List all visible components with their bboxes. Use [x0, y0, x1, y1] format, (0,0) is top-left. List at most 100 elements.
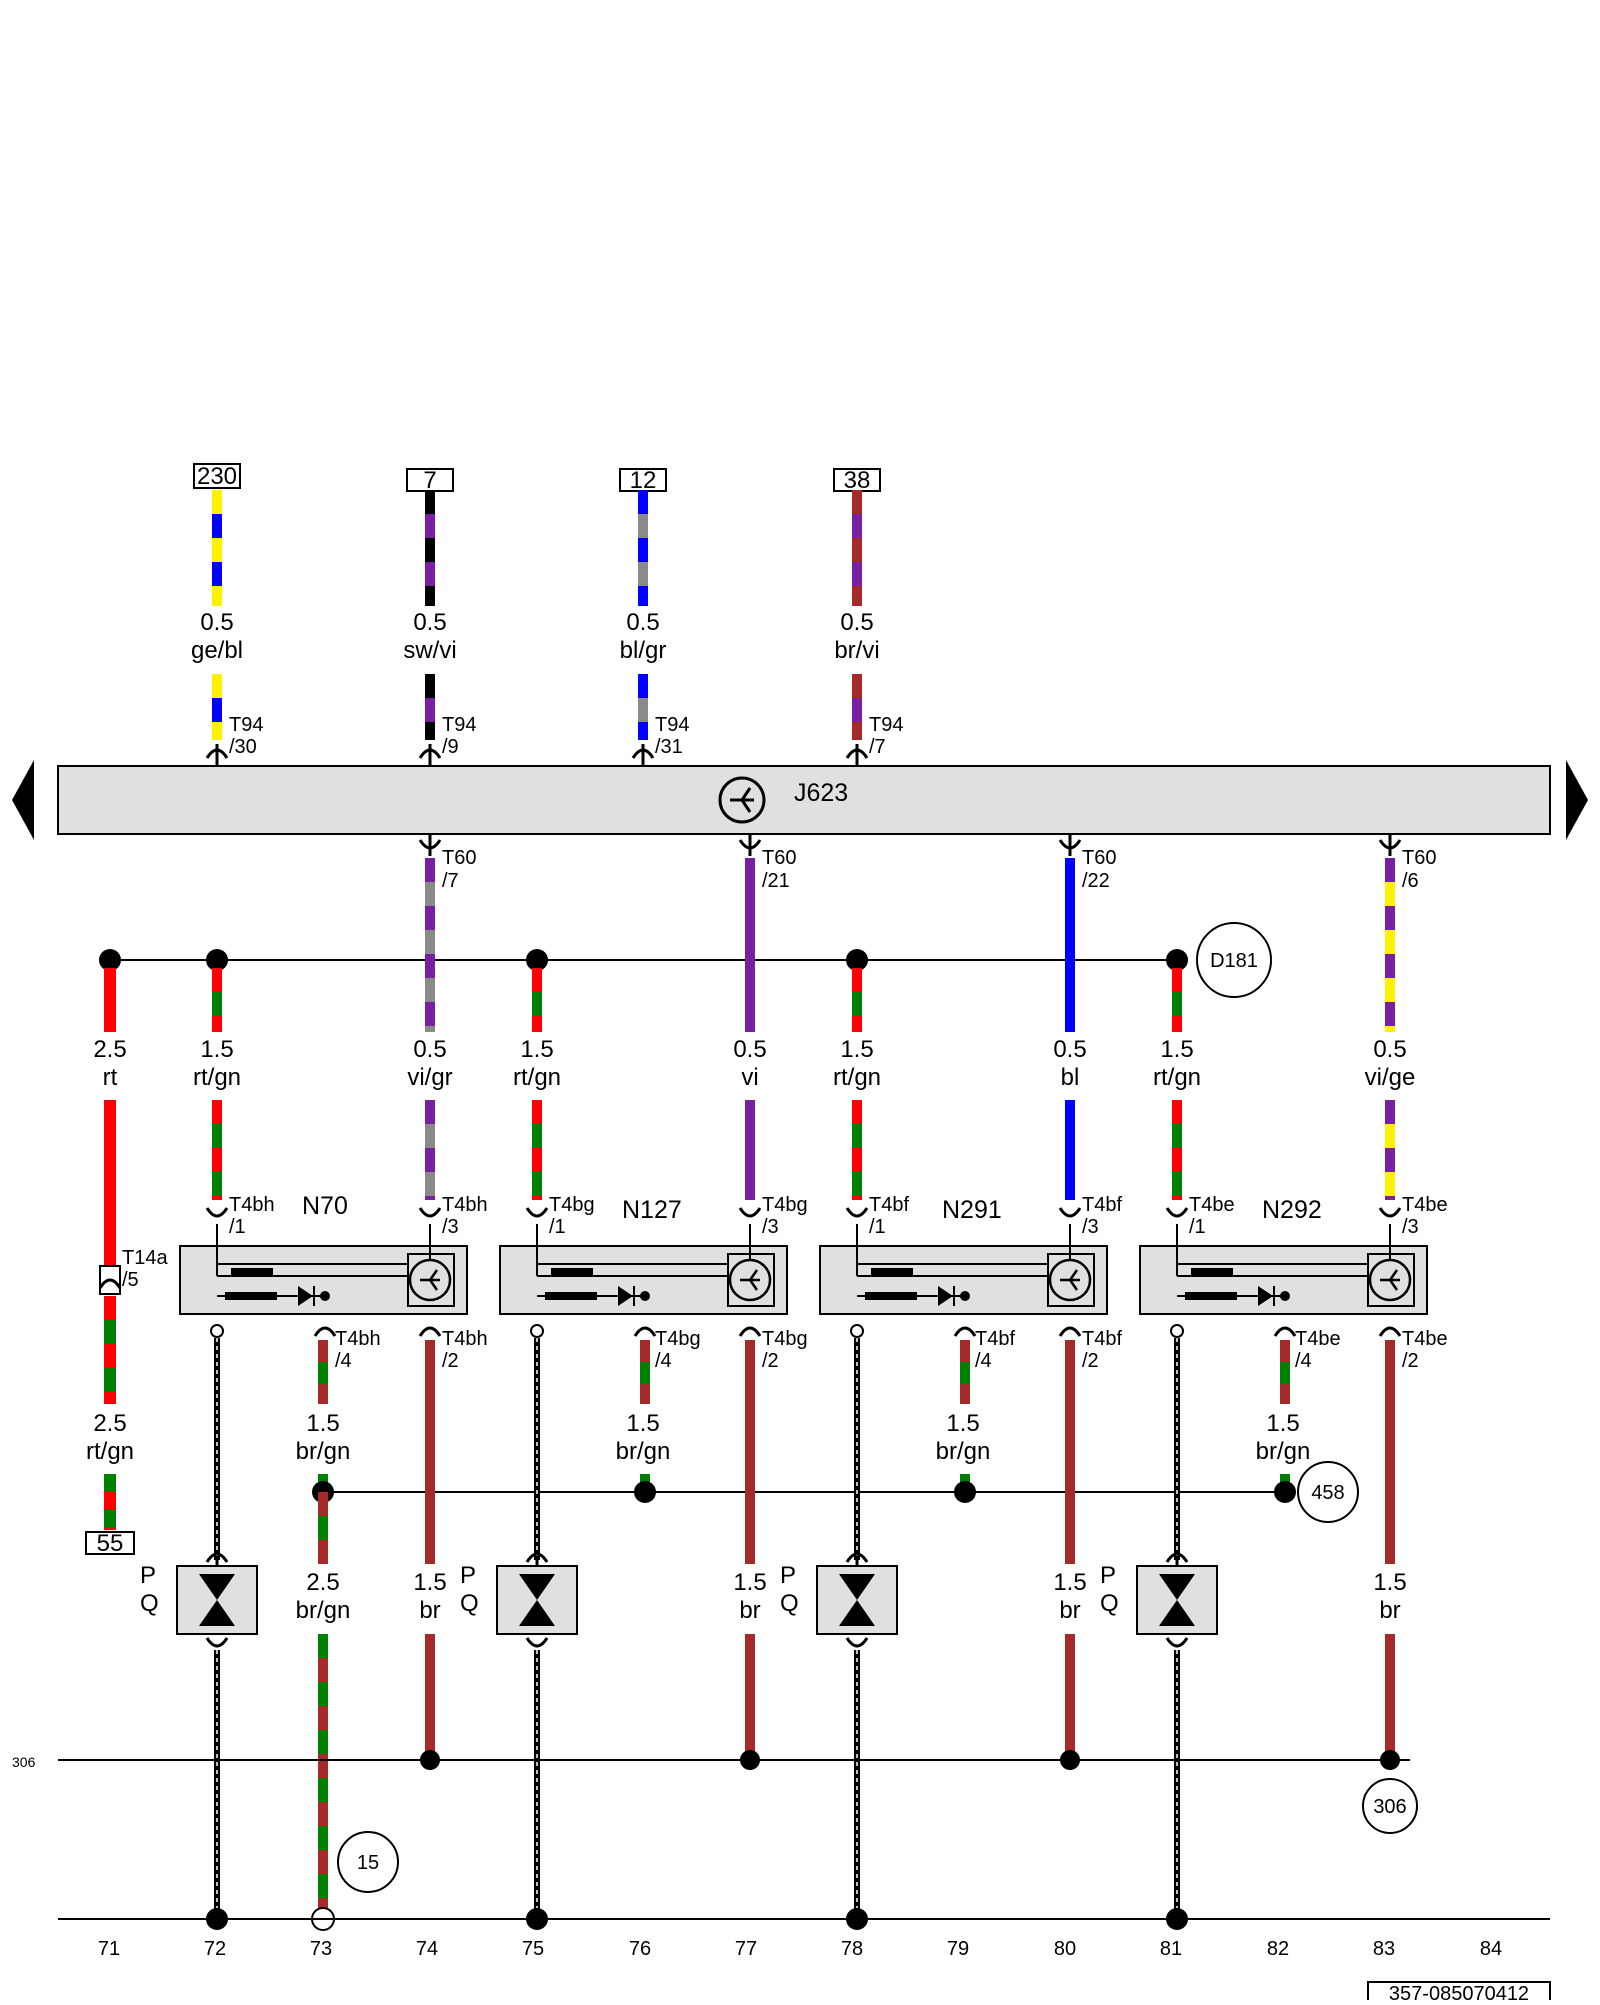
wire-segment	[852, 538, 862, 562]
junction-dot	[320, 1291, 330, 1301]
connector-cap-icon	[1378, 1326, 1402, 1337]
suppressor-diode-icon	[1159, 1600, 1195, 1626]
wire-segment	[212, 968, 222, 992]
column-number: 83	[1373, 1938, 1395, 1960]
ref-label: 12	[630, 467, 657, 494]
wire-segment	[1385, 1026, 1395, 1032]
suppressor-q-label: Q	[1100, 1590, 1119, 1617]
wire-segment	[852, 586, 862, 606]
wire-color-label: br/gn	[296, 1438, 351, 1465]
wire-segment	[425, 1026, 435, 1032]
wire-segment	[318, 1898, 328, 1908]
pin-label: T60	[1402, 847, 1436, 869]
wire-segment	[425, 1196, 435, 1200]
wire-size-label: 0.5	[626, 609, 659, 636]
wire-segment	[104, 1296, 116, 1320]
wire-segment	[638, 538, 648, 562]
pin-sub-label: /1	[229, 1216, 246, 1238]
ecu-output-labels: T60 /7 T60 /21 T60 /22 T60 /6 0.5 vi/gr …	[407, 847, 1436, 1091]
wire-segment	[318, 1802, 328, 1826]
wire-segment	[1385, 1100, 1395, 1124]
coil-code-label: N291	[942, 1196, 1002, 1224]
wire-segment	[212, 698, 222, 722]
wire-size-label: 0.5	[1373, 1036, 1406, 1063]
wire-segment	[745, 882, 755, 906]
wire-size-label: 0.5	[413, 1036, 446, 1063]
column-number: 72	[204, 1938, 226, 1960]
diode-icon	[298, 1286, 313, 1306]
connector-cap-icon	[953, 1326, 977, 1337]
junction-label: D181	[1210, 950, 1258, 972]
junction-458-circle	[1297, 1461, 1359, 1523]
wire-segment	[532, 1016, 542, 1032]
wire-color-label: rt/gn	[513, 1064, 561, 1091]
wire-color-label: br	[739, 1597, 760, 1624]
wire-size-label: 0.5	[1053, 1036, 1086, 1063]
wire-size-label: 1.5	[1373, 1569, 1406, 1596]
wire-segment	[532, 1100, 542, 1124]
wire-segment	[1385, 1124, 1395, 1148]
wire-segment	[1065, 1124, 1075, 1148]
coil-winding-icon	[871, 1268, 913, 1276]
wire-segment	[425, 722, 435, 740]
wire-segment	[640, 1384, 650, 1404]
wire-segment	[745, 1124, 755, 1148]
wire-color-label: vi/ge	[1365, 1064, 1416, 1091]
wire-segment	[532, 1124, 542, 1148]
wire-segment	[212, 722, 222, 740]
suppressor-diode-icon	[839, 1574, 875, 1600]
ecu-code-label: J623	[794, 779, 848, 807]
wire-segment	[960, 1384, 970, 1404]
valve-actuator-icon	[1388, 1269, 1399, 1281]
junction-dot	[640, 1291, 650, 1301]
wire-segment	[1065, 1002, 1075, 1026]
wire-segment	[104, 1100, 116, 1270]
wire-segment	[212, 490, 222, 514]
pin-sub-label: /1	[1189, 1216, 1206, 1238]
connector-cap-icon	[418, 1207, 442, 1218]
wire-segment	[960, 1362, 970, 1384]
solenoid-valve-4	[1139, 1207, 1428, 1338]
wire-color-label: rt/gn	[86, 1438, 134, 1465]
valve-actuator-icon	[1068, 1269, 1079, 1281]
suppressor-diode-icon	[519, 1574, 555, 1600]
wire-segment	[745, 1002, 755, 1026]
pin-sub-label: /3	[762, 1216, 779, 1238]
wire-segment	[1065, 1100, 1075, 1124]
wire-segment	[1385, 1340, 1395, 1564]
solenoid-valve-2	[499, 1207, 788, 1338]
wire-segment	[318, 1384, 328, 1404]
connector-cap-icon	[525, 1552, 549, 1563]
column-number: 71	[98, 1938, 120, 1960]
wire-segment	[1065, 1148, 1075, 1172]
wire-segment	[745, 1634, 755, 1760]
wire-segment	[532, 968, 542, 992]
connector-cap-icon	[1058, 1326, 1082, 1337]
wire-segment	[1385, 954, 1395, 978]
wire-segment	[425, 906, 435, 930]
junction-d181-circle	[1196, 922, 1272, 998]
wire-size-label: 1.5	[840, 1036, 873, 1063]
wire-color-label: br	[1059, 1597, 1080, 1624]
wire-segment	[852, 562, 862, 586]
wire-segment	[425, 490, 435, 514]
wire-segment	[1280, 1384, 1290, 1404]
pin-sub-label: /31	[655, 736, 683, 758]
connector-cap-icon	[98, 1278, 122, 1289]
wire-size-label: 2.5	[306, 1569, 339, 1596]
wire-segment	[212, 1196, 222, 1200]
pin-sub-label: /2	[442, 1350, 459, 1372]
pin-sub-label: /2	[1402, 1350, 1419, 1372]
wire-segment	[212, 674, 222, 698]
wire-segment	[1065, 930, 1075, 954]
wire-size-label: 0.5	[840, 609, 873, 636]
wire-segment	[318, 1682, 328, 1706]
wire-segment	[1385, 1148, 1395, 1172]
wire-segment	[318, 1516, 328, 1540]
wire-segment	[212, 538, 222, 562]
wire-segment	[745, 1340, 755, 1564]
wire-color-label: rt	[103, 1064, 118, 1091]
wire-color-label: br	[1379, 1597, 1400, 1624]
junction-label: 458	[1311, 1482, 1344, 1504]
pin-label: T4bg	[762, 1328, 808, 1350]
